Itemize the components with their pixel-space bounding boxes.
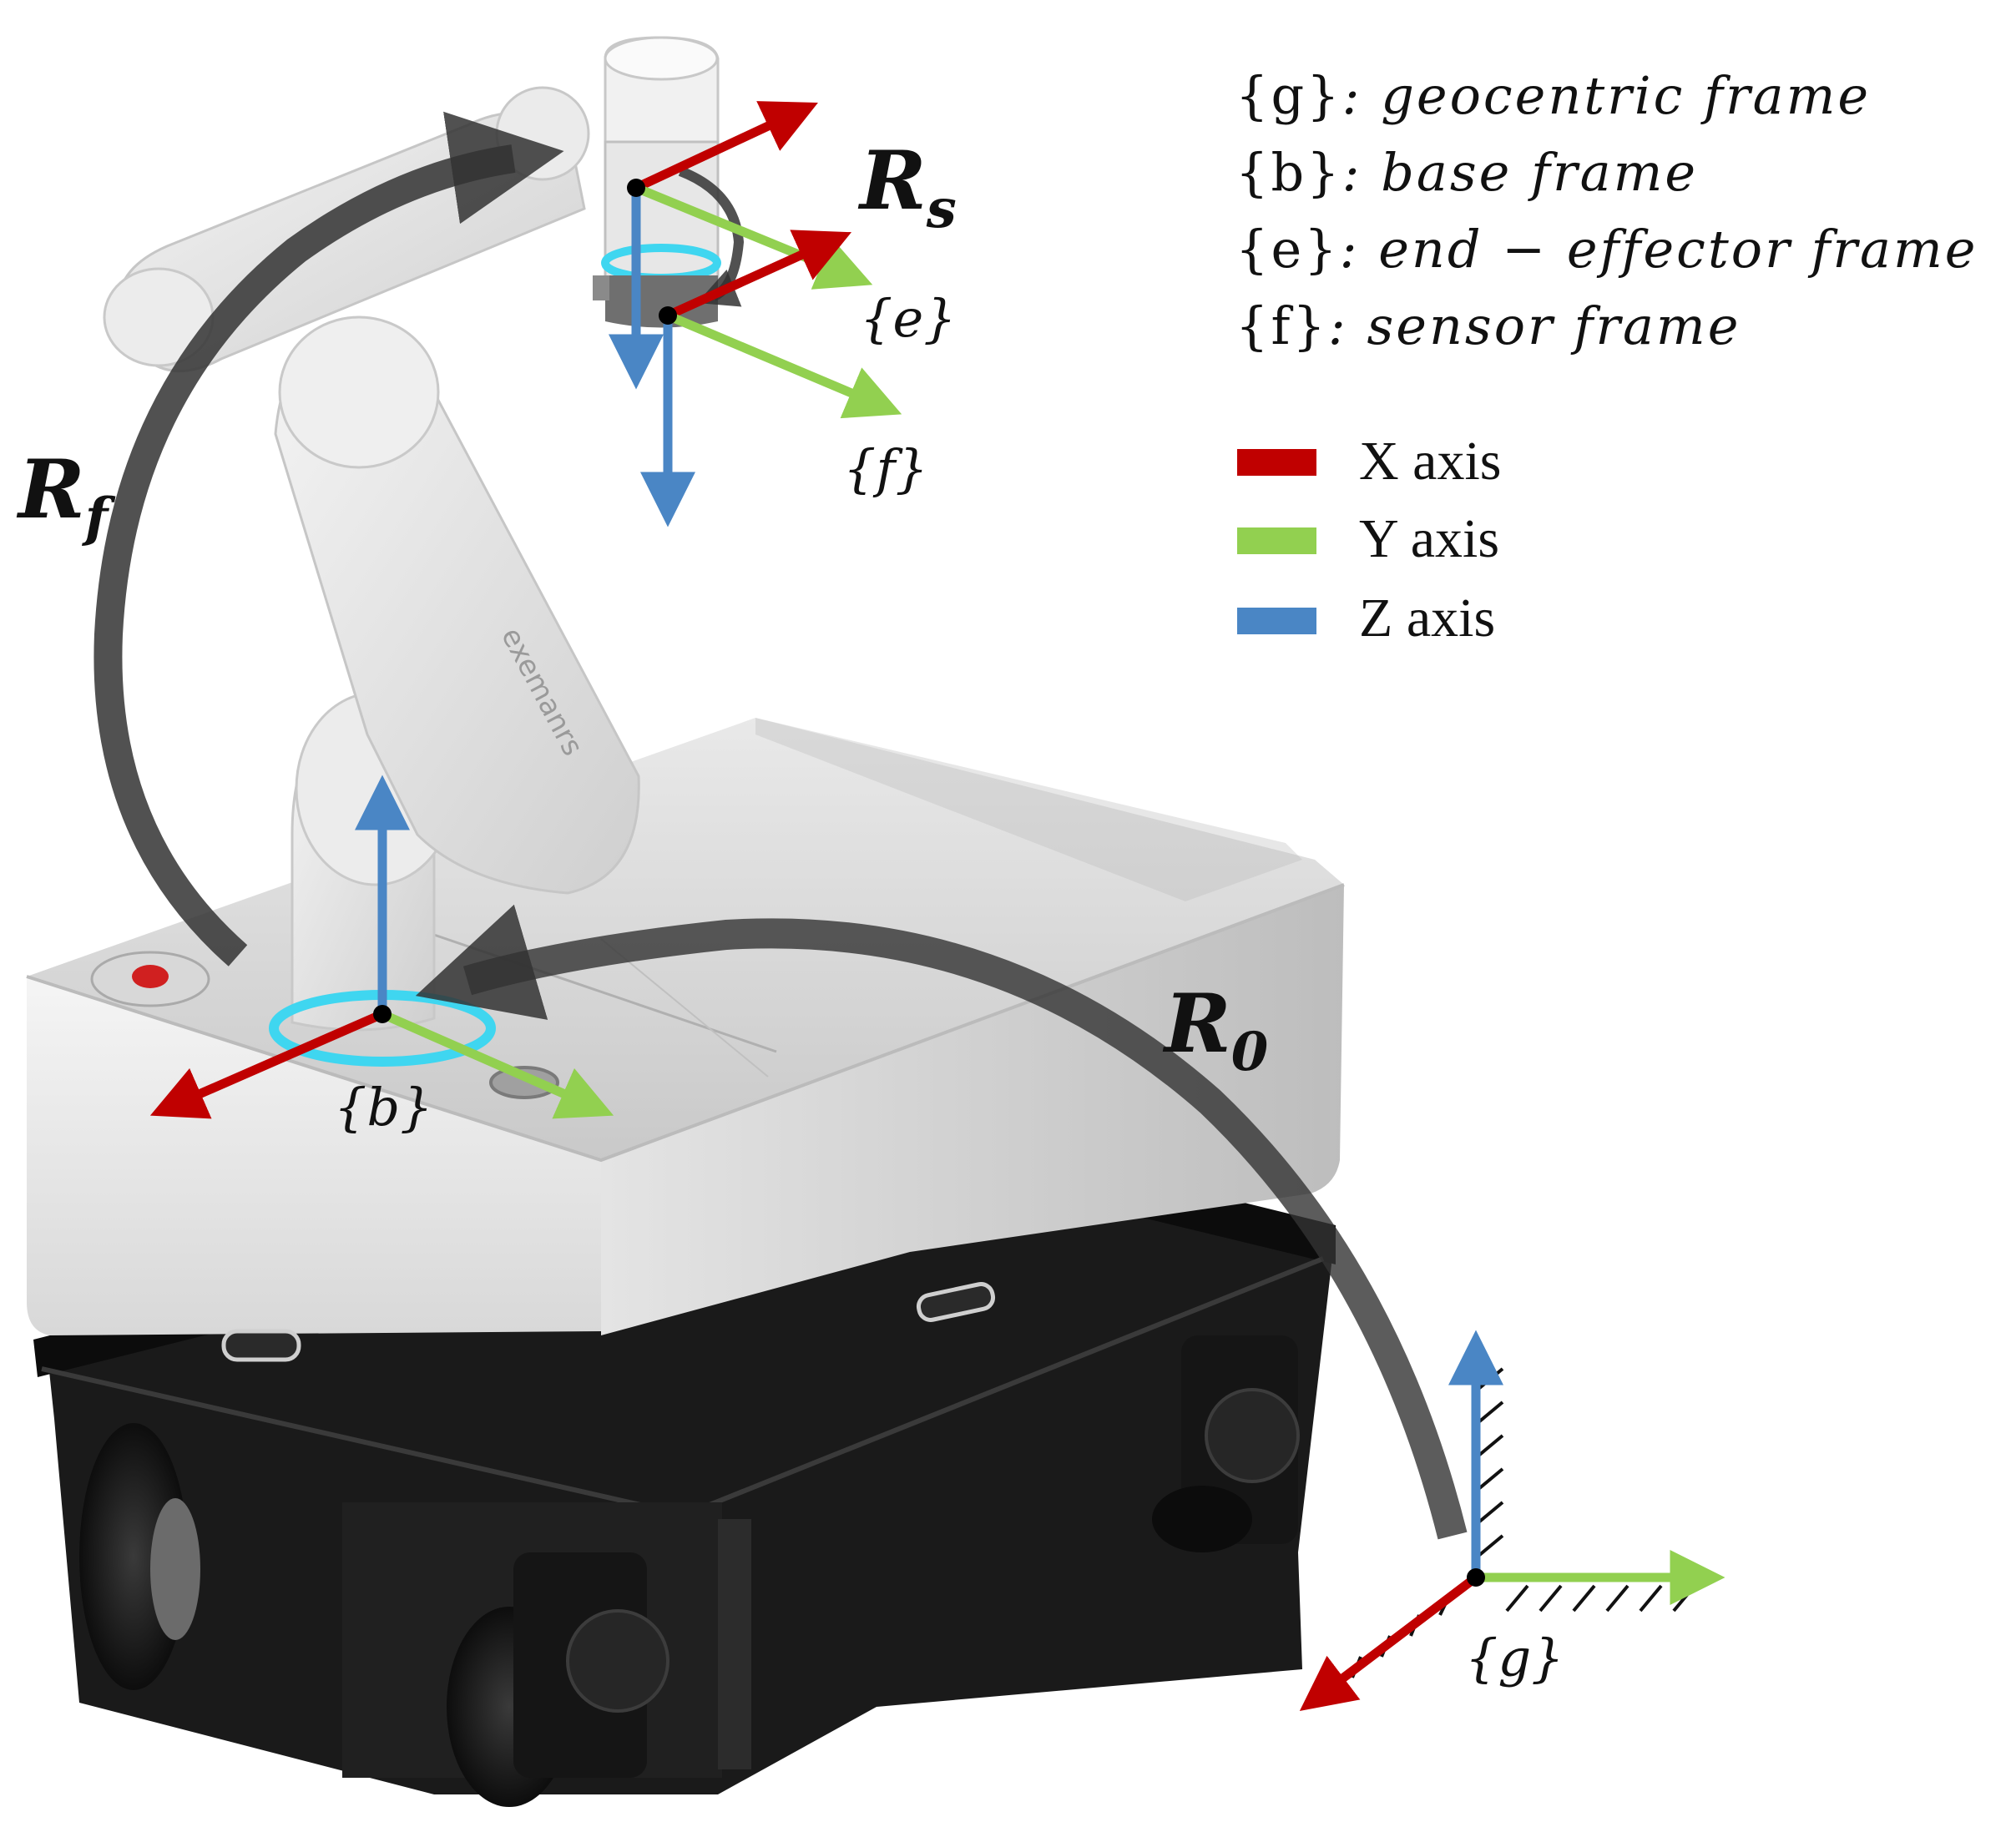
label-frame-g: {g} <box>1465 1628 1564 1688</box>
frame-f-x-axis <box>665 230 852 320</box>
mobile-base <box>26 718 1345 1807</box>
frame-e-x-axis <box>634 101 818 192</box>
rotation-arrow-r0 <box>415 904 1468 1540</box>
label-rs: Rs <box>860 134 957 240</box>
frame-b-axes <box>149 775 614 1119</box>
legend-z-swatch <box>1237 608 1316 634</box>
label-rf: Rf <box>18 442 109 549</box>
legend-z-label: Z axis <box>1359 588 1496 649</box>
legend-y-swatch <box>1237 527 1316 554</box>
frame-b-x-axis <box>149 1009 385 1119</box>
frame-e-origin <box>627 179 645 197</box>
frame-g-origin <box>1467 1568 1485 1587</box>
frame-b-y-axis <box>380 1009 614 1119</box>
frame-f-origin <box>659 306 677 325</box>
frame-b-origin <box>373 1005 392 1023</box>
frame-f-y-axis <box>665 310 902 419</box>
legend-frame-g: {g}: geocentric frame <box>1235 65 1872 126</box>
label-frame-e: {e} <box>860 288 957 349</box>
label-r0: R0 <box>1165 977 1269 1083</box>
legend-x-swatch <box>1237 449 1316 476</box>
legend-frame-e: {e}: end − effector frame <box>1235 219 1978 280</box>
legend-x-label: X axis <box>1359 431 1502 492</box>
rotation-arrow-rf <box>93 111 564 967</box>
label-frame-b: {b} <box>334 1077 433 1138</box>
label-frame-f: {f} <box>843 438 928 499</box>
frame-g-x-axis <box>1299 1573 1479 1711</box>
legend-frame-b: {b}: base frame <box>1235 142 1699 203</box>
frame-g-axes <box>1299 1330 1725 1711</box>
legend-frame-f: {f}: sensor frame <box>1235 295 1741 356</box>
legend-y-label: Y axis <box>1359 508 1500 569</box>
frame-f-axes <box>640 230 902 527</box>
